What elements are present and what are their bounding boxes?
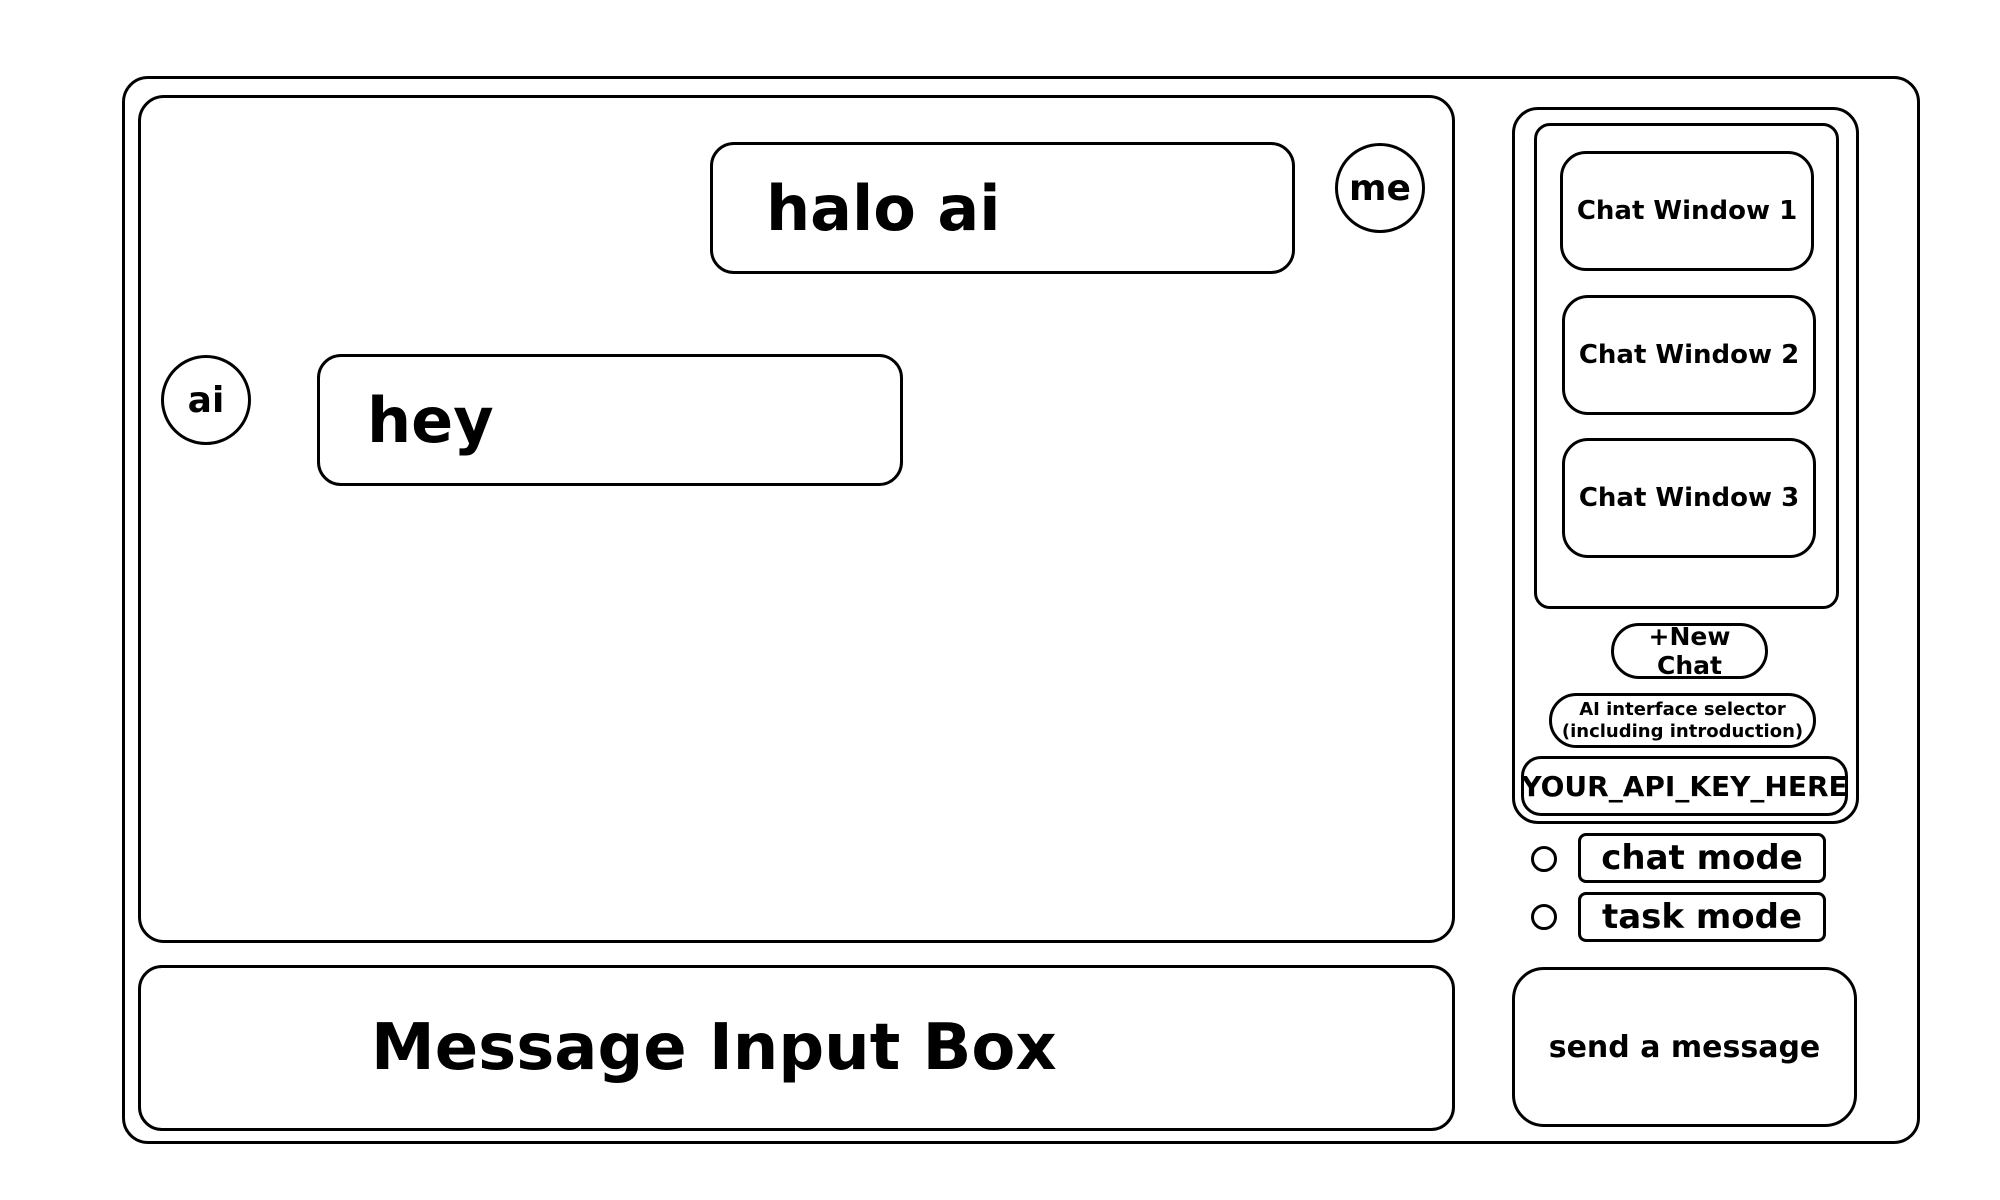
task-mode-radio[interactable] <box>1531 904 1557 930</box>
avatar-ai: ai <box>161 355 251 445</box>
message-input-label: Message Input Box <box>371 1011 1057 1085</box>
task-mode-label[interactable]: task mode <box>1578 892 1826 942</box>
chat-mode-radio[interactable] <box>1531 846 1557 872</box>
chat-window-item-1[interactable]: Chat Window 1 <box>1560 151 1814 271</box>
avatar-user: me <box>1335 143 1425 233</box>
send-message-button[interactable]: send a message <box>1512 967 1857 1127</box>
chat-window-item-3[interactable]: Chat Window 3 <box>1562 438 1816 558</box>
ai-selector-sublabel: (including introduction) <box>1561 720 1804 742</box>
ai-interface-selector[interactable]: AI interface selector (including introdu… <box>1549 693 1816 748</box>
new-chat-button[interactable]: +New Chat <box>1611 622 1768 680</box>
chat-window-item-2[interactable]: Chat Window 2 <box>1562 295 1816 415</box>
message-text: halo ai <box>766 171 1001 245</box>
chat-mode-label[interactable]: chat mode <box>1578 833 1826 883</box>
message-bubble-ai: hey <box>317 354 903 486</box>
message-bubble-user: halo ai <box>710 142 1295 274</box>
message-text: hey <box>367 383 494 457</box>
ai-selector-label: AI interface selector <box>1579 698 1786 720</box>
api-key-field[interactable]: YOUR_API_KEY_HERE <box>1521 756 1848 816</box>
message-input[interactable]: Message Input Box <box>138 965 1455 1131</box>
